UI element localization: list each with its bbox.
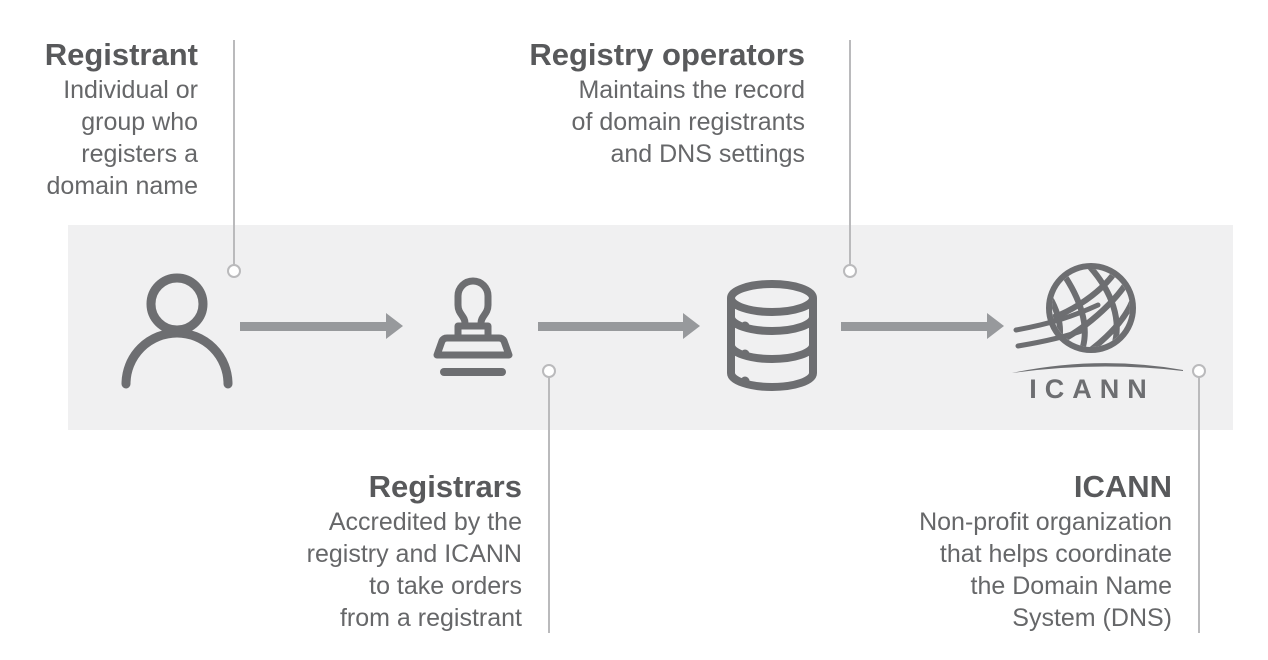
registrars-desc-line: Accredited by the: [328, 508, 522, 536]
arrow-shaft: [240, 321, 387, 331]
icann-label-block: ICANN Non-profit organization that helps…: [919, 468, 1172, 634]
registry-operators-title: Registry operators: [529, 37, 805, 72]
registrant-desc-line: registers a: [81, 140, 198, 168]
registrant-leader-dot: [227, 264, 241, 278]
icann-desc-line: Non-profit organization: [919, 508, 1172, 536]
arrow-head: [683, 313, 700, 339]
icann-desc-line: System (DNS): [1012, 604, 1172, 632]
registry-operators-leader-line: [849, 40, 851, 266]
icann-desc-line: that helps coordinate: [939, 540, 1172, 568]
registry-operators-desc-line: Maintains the record: [578, 76, 805, 104]
arrow-right-icon: [240, 313, 403, 339]
registrars-title: Registrars: [368, 469, 522, 504]
icann-leader-line: [1198, 376, 1200, 633]
registry-operators-leader-dot: [843, 264, 857, 278]
icann-leader-dot: [1192, 364, 1206, 378]
registrant-desc-line: group who: [81, 108, 198, 136]
arrow-shaft: [841, 321, 988, 331]
registrant-leader-line: [233, 40, 235, 266]
registry-operators-desc-line: of domain registrants: [571, 108, 805, 136]
registry-operators-label-block: Registry operators Maintains the record …: [529, 36, 805, 170]
icann-logo: ICANN: [1012, 263, 1183, 400]
registrant-label-block: Registrant Individual or group who regis…: [45, 36, 198, 202]
icann-desc-line: the Domain Name: [970, 572, 1172, 600]
arrow-right-icon: [841, 313, 1004, 339]
arrow-head: [386, 313, 403, 339]
person-icon: [121, 273, 233, 389]
registrars-desc-line: registry and ICANN: [306, 540, 522, 568]
registrant-title: Registrant: [44, 37, 198, 72]
registrars-desc-line: to take orders: [369, 572, 522, 600]
registrars-leader-dot: [542, 364, 556, 378]
arrow-head: [987, 313, 1004, 339]
icann-title: ICANN: [1073, 469, 1172, 504]
registrars-desc-line: from a registrant: [339, 604, 522, 632]
registrars-label-block: Registrars Accredited by the registry an…: [307, 468, 522, 634]
stamp-icon: [433, 277, 513, 376]
arrow-right-icon: [538, 313, 700, 339]
registrant-desc-line: domain name: [46, 172, 198, 200]
registry-operators-desc-line: and DNS settings: [610, 140, 805, 168]
arrow-shaft: [538, 321, 684, 331]
icann-wordmark: ICANN: [1029, 374, 1155, 400]
database-icon: [727, 280, 817, 391]
registrars-leader-line: [548, 376, 550, 633]
registrant-desc-line: Individual or: [63, 76, 198, 104]
